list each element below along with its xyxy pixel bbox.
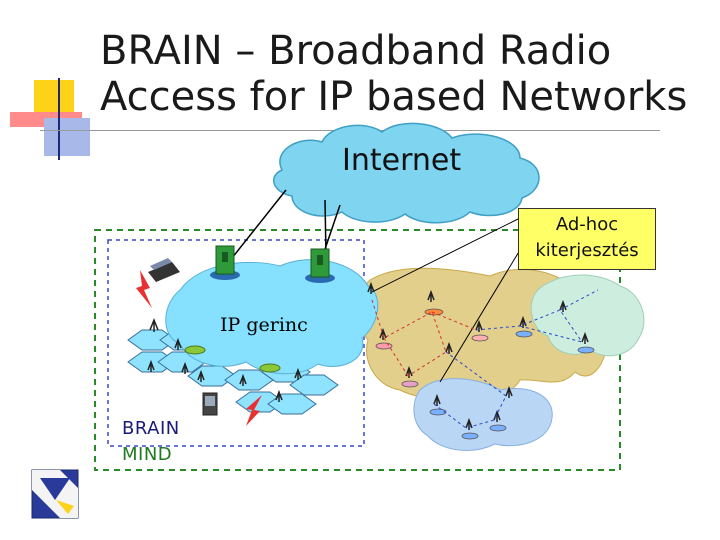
adhoc-callout: Ad-hoc kiterjesztés (518, 208, 656, 270)
title-line-2: Access for IP based Networks (100, 74, 688, 120)
callout-pointer-2 (439, 249, 521, 383)
antenna-icons (147, 281, 589, 430)
slide-title: BRAIN – Broadband Radio Access for IP ba… (100, 28, 700, 120)
title-line-1: BRAIN – Broadband Radio (100, 28, 612, 74)
uplink-1 (231, 189, 287, 259)
router-icon (184, 345, 206, 355)
internet-label: Internet (342, 143, 462, 178)
pda-icon (202, 392, 218, 416)
backbone-label: IP gerinc (220, 314, 308, 336)
router-icon (305, 248, 335, 283)
deco-yellow-square (34, 80, 74, 118)
laptop-icon (148, 258, 180, 282)
internet-cloud (272, 122, 540, 224)
adhoc-links-blue (433, 289, 599, 429)
lightning-icon (136, 270, 152, 308)
router-icon (210, 245, 240, 280)
logo-icon (31, 469, 79, 519)
deco-vertical-line (58, 78, 60, 160)
adhoc-region-green (530, 274, 645, 357)
brain-label: BRAIN (122, 418, 180, 439)
ip-backbone (165, 259, 379, 375)
router-icon (259, 363, 281, 373)
lightning-icon (246, 395, 262, 426)
mind-label: MIND (122, 444, 173, 465)
uplink-3 (324, 199, 327, 257)
callout-line-2: kiterjesztés (535, 240, 639, 261)
adhoc-links (371, 299, 477, 377)
callout-line-1: Ad-hoc (555, 214, 619, 235)
callout-pointer (371, 217, 521, 293)
adhoc-node-bases (375, 308, 595, 440)
deco-blue-square (44, 118, 90, 156)
adhoc-region-blue (413, 378, 553, 451)
outer-boundary (94, 229, 621, 471)
brain-boundary (107, 239, 365, 447)
